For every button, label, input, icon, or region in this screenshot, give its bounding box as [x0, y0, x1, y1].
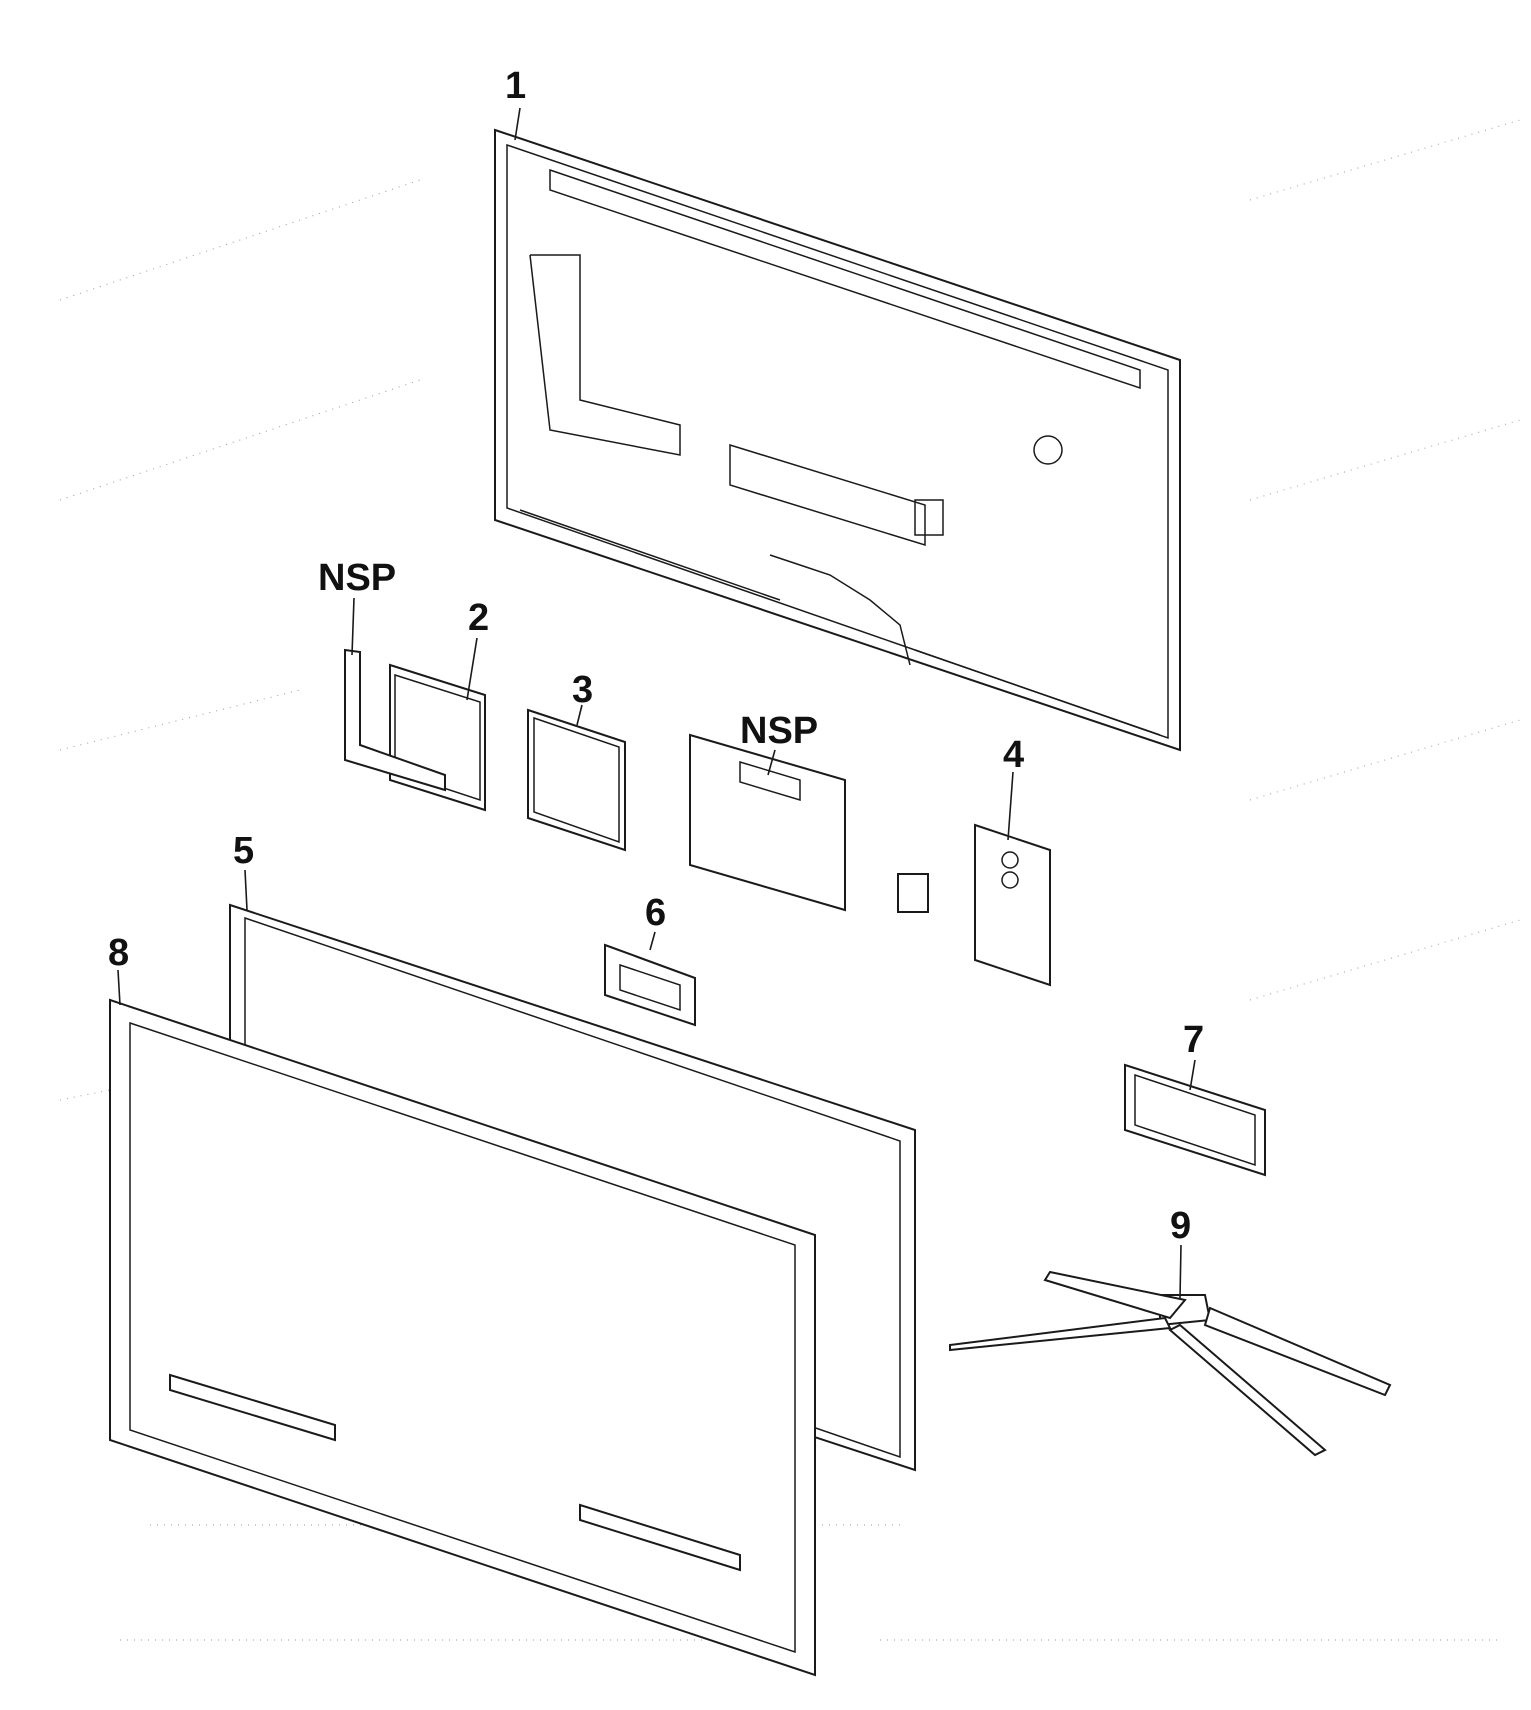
callout-7: 7: [1183, 1019, 1204, 1061]
part-wall-mount-plate: [974, 823, 1051, 987]
callout-nsp-left: NSP: [318, 557, 396, 599]
callout-6: 6: [645, 892, 666, 934]
callout-3: 3: [572, 669, 593, 711]
part-stand-base: [949, 1270, 1392, 1457]
callout-nsp-center: NSP: [740, 710, 818, 752]
callout-1: 1: [505, 65, 526, 107]
part-board-bracket: [344, 648, 446, 792]
part-stand-neck: [1124, 1063, 1266, 1177]
callout-9: 9: [1170, 1205, 1191, 1247]
part-small-clip: [897, 873, 929, 913]
callout-8: 8: [108, 932, 129, 974]
background-dot-pattern: [59, 119, 1521, 1641]
part-rear-cover: [494, 128, 1181, 752]
callout-5: 5: [233, 830, 254, 872]
part-power-board: [527, 708, 626, 852]
part-front-bezel: [109, 998, 816, 1677]
part-cover-bracket: [604, 943, 696, 1027]
part-center-bracket: [689, 733, 846, 912]
callout-2: 2: [468, 597, 489, 639]
callout-4: 4: [1003, 734, 1024, 776]
leader-lines: [117, 107, 1196, 1299]
